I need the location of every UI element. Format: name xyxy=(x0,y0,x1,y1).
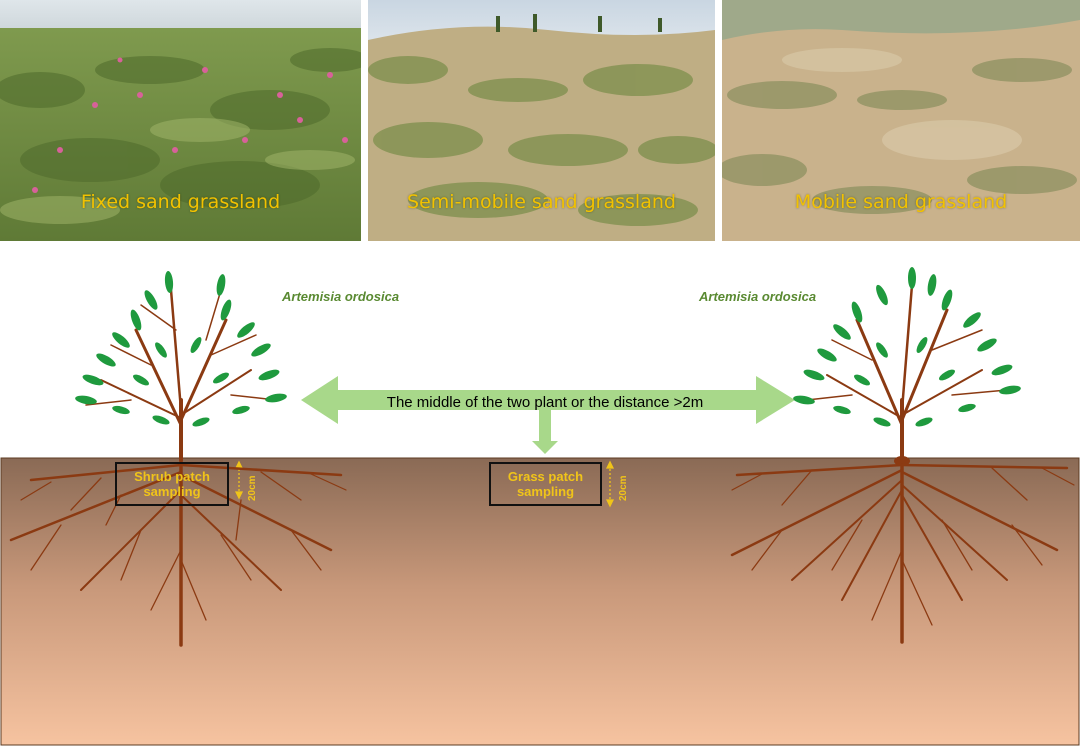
artemisia-shrub-left xyxy=(9,271,347,647)
sampling-diagram: Artemisia ordosica Artemisia ordosica Th… xyxy=(0,250,1080,746)
artemisia-shrub-right xyxy=(730,267,1075,644)
depth-indicator-right xyxy=(605,460,615,508)
down-arrow xyxy=(532,410,558,454)
semi-mobile-grassland-image xyxy=(368,0,715,241)
shrub-patch-sampling-box: Shrub patch sampling xyxy=(115,462,229,506)
distance-arrow-label: The middle of the two plant or the dista… xyxy=(386,394,704,411)
photo-caption: Fixed sand grassland xyxy=(80,191,281,213)
species-label-left: Artemisia ordosica xyxy=(282,289,400,304)
photo-fixed-sand-grassland: Fixed sand grassland xyxy=(0,0,361,241)
grass-sampling-line-2: sampling xyxy=(516,484,575,499)
depth-label-left: 20cm xyxy=(247,475,258,501)
mobile-grassland-image xyxy=(722,0,1080,241)
shrub-sampling-line-2: sampling xyxy=(143,484,201,499)
photo-semi-mobile-sand-grassland: Semi-mobile sand grassland xyxy=(368,0,715,241)
depth-label-right: 20cm xyxy=(618,475,629,501)
fixed-grassland-image xyxy=(0,0,361,241)
photo-caption: Semi-mobile sand grassland xyxy=(407,191,676,213)
photo-mobile-sand-grassland: Mobile sand grassland xyxy=(722,0,1080,241)
distance-arrow xyxy=(301,376,795,424)
photo-caption: Mobile sand grassland xyxy=(794,191,1008,213)
shrub-sampling-line-1: Shrub patch xyxy=(134,469,210,484)
grass-patch-sampling-box: Grass patch sampling xyxy=(489,462,602,506)
grass-sampling-line-1: Grass patch xyxy=(507,469,584,484)
species-label-right: Artemisia ordosica xyxy=(699,289,817,304)
